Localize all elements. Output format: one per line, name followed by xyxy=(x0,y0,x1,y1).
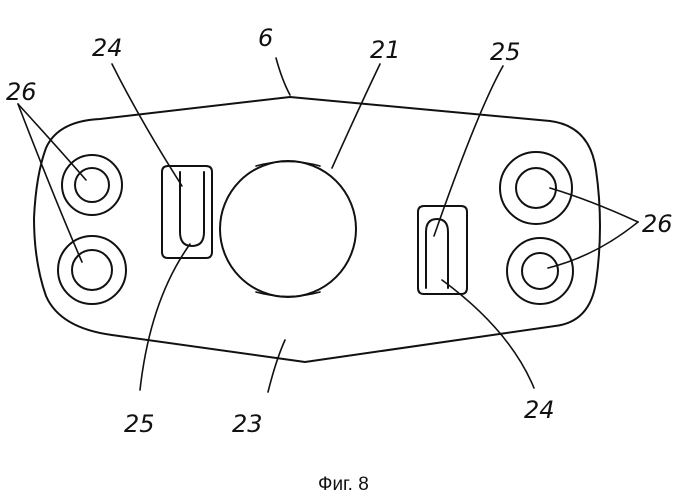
callout-26-left: 26 xyxy=(6,78,37,106)
right-upper-ring xyxy=(500,152,572,224)
left-lower-ring xyxy=(58,236,126,304)
callout-25-left: 25 xyxy=(124,410,155,438)
central-hole xyxy=(220,161,356,297)
figure-caption: Фиг. 8 xyxy=(318,474,369,495)
callout-24-left: 24 xyxy=(92,34,123,62)
right-lower-ring xyxy=(507,238,573,304)
left-slot xyxy=(162,166,212,258)
leader-lines xyxy=(18,58,638,392)
callout-23: 23 xyxy=(232,410,263,438)
plate-outline xyxy=(34,97,600,362)
callout-25-right: 25 xyxy=(490,38,521,66)
callout-21: 21 xyxy=(370,36,401,64)
callout-26-right: 26 xyxy=(642,210,673,238)
callout-6: 6 xyxy=(258,24,273,52)
callout-24-right: 24 xyxy=(524,396,555,424)
